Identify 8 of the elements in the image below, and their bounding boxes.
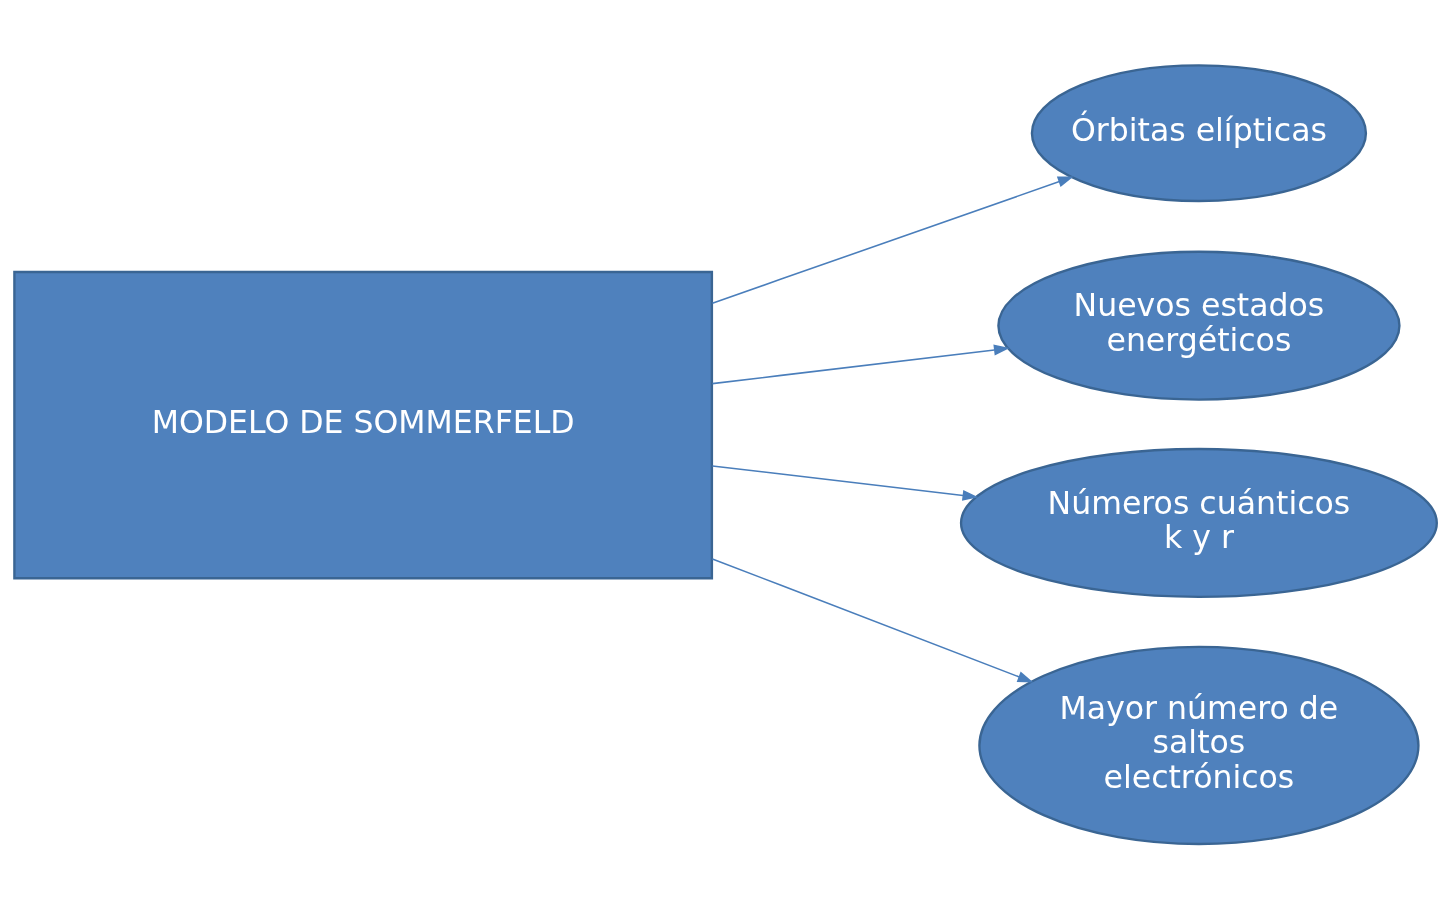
arrow <box>711 344 1010 385</box>
node-ellipse: Órbitas elípticas <box>1030 64 1368 203</box>
node-ellipse: Mayor número de saltos electrónicos <box>978 645 1420 846</box>
node-box: MODELO DE SOMMERFELD <box>13 270 714 580</box>
arrow <box>711 465 979 501</box>
arrow <box>711 558 1034 683</box>
node-ellipse: Nuevos estados energéticos <box>997 250 1401 401</box>
arrow <box>711 176 1074 304</box>
